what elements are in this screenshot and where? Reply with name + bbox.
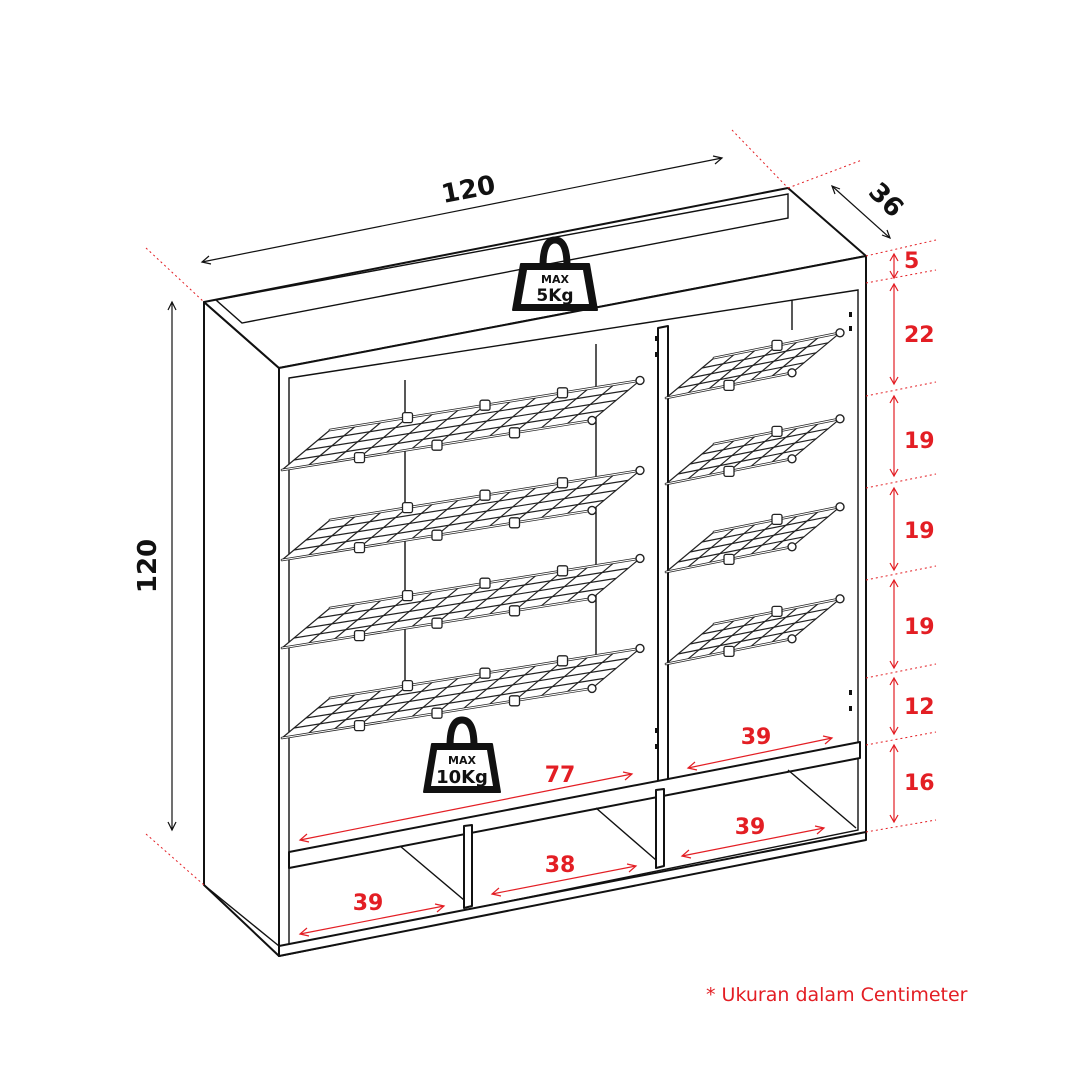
bottom-shelf [288,741,861,869]
width-arrow [201,157,723,263]
wire-racks [280,328,845,740]
depth-arrow [831,185,891,239]
depth-label: 36 [862,177,909,224]
section-height-5: 19 [889,578,935,670]
section-height-1: 5 [889,249,919,280]
width-bottom-left: 39 [298,891,446,937]
rack-right-4 [664,594,845,666]
rack-right-2 [664,414,845,486]
weight-limit-shelf-icon: MAX 10Kg [423,716,501,793]
width-left-compartment: 77 [298,763,634,843]
section-height-label-3: 19 [904,429,935,454]
weight-shelf-max-label: MAX [448,754,476,767]
bottom-divider-right [655,788,665,869]
section-height-dimensions: 5 22 19 19 19 12 16 [889,249,935,824]
width-bottom-right: 39 [680,815,826,859]
width-left-compartment-label: 77 [545,763,576,788]
top-panel-lip [214,193,789,324]
rack-right-3 [664,502,845,574]
rack-left-3 [280,553,645,650]
section-height-2: 22 [889,282,935,386]
section-height-4: 19 [889,486,935,572]
base-plate [278,831,867,957]
rack-left-2 [280,465,645,562]
rack-right-1 [664,328,845,400]
inner-width-dimensions: 77 39 39 38 39 [298,725,834,937]
section-height-label-7: 16 [904,771,935,796]
section-height-3: 19 [889,394,935,478]
section-height-7: 16 [889,743,935,824]
weight-top-max-label: MAX [541,273,569,286]
section-height-label-6: 12 [904,695,935,720]
weight-top-value: 5Kg [536,286,573,306]
inner-opening [288,289,859,947]
weight-shelf-value: 10Kg [436,767,488,788]
width-bottom-right-label: 39 [735,815,766,840]
width-bottom-left-label: 39 [353,891,384,916]
section-height-label-1: 5 [904,249,919,274]
center-divider [657,325,669,785]
width-right-compartment-label: 39 [741,725,772,750]
bottom-divider-left [463,824,473,909]
rack-left-1 [280,375,645,472]
width-bottom-middle-label: 38 [545,853,576,878]
width-right-compartment: 39 [686,725,834,771]
width-bottom-middle: 38 [490,853,638,897]
section-height-6: 12 [889,676,935,736]
section-height-label-5: 19 [904,615,935,640]
rack-left-4 [280,643,645,740]
guide-lines [145,129,937,886]
left-side-panel [203,301,280,957]
height-label: 120 [133,539,163,593]
section-height-label-2: 22 [904,323,935,348]
weight-limit-top-icon: MAX 5Kg [512,236,598,311]
section-height-label-4: 19 [904,519,935,544]
unit-footnote: * Ukuran dalam Centimeter [706,984,968,1006]
